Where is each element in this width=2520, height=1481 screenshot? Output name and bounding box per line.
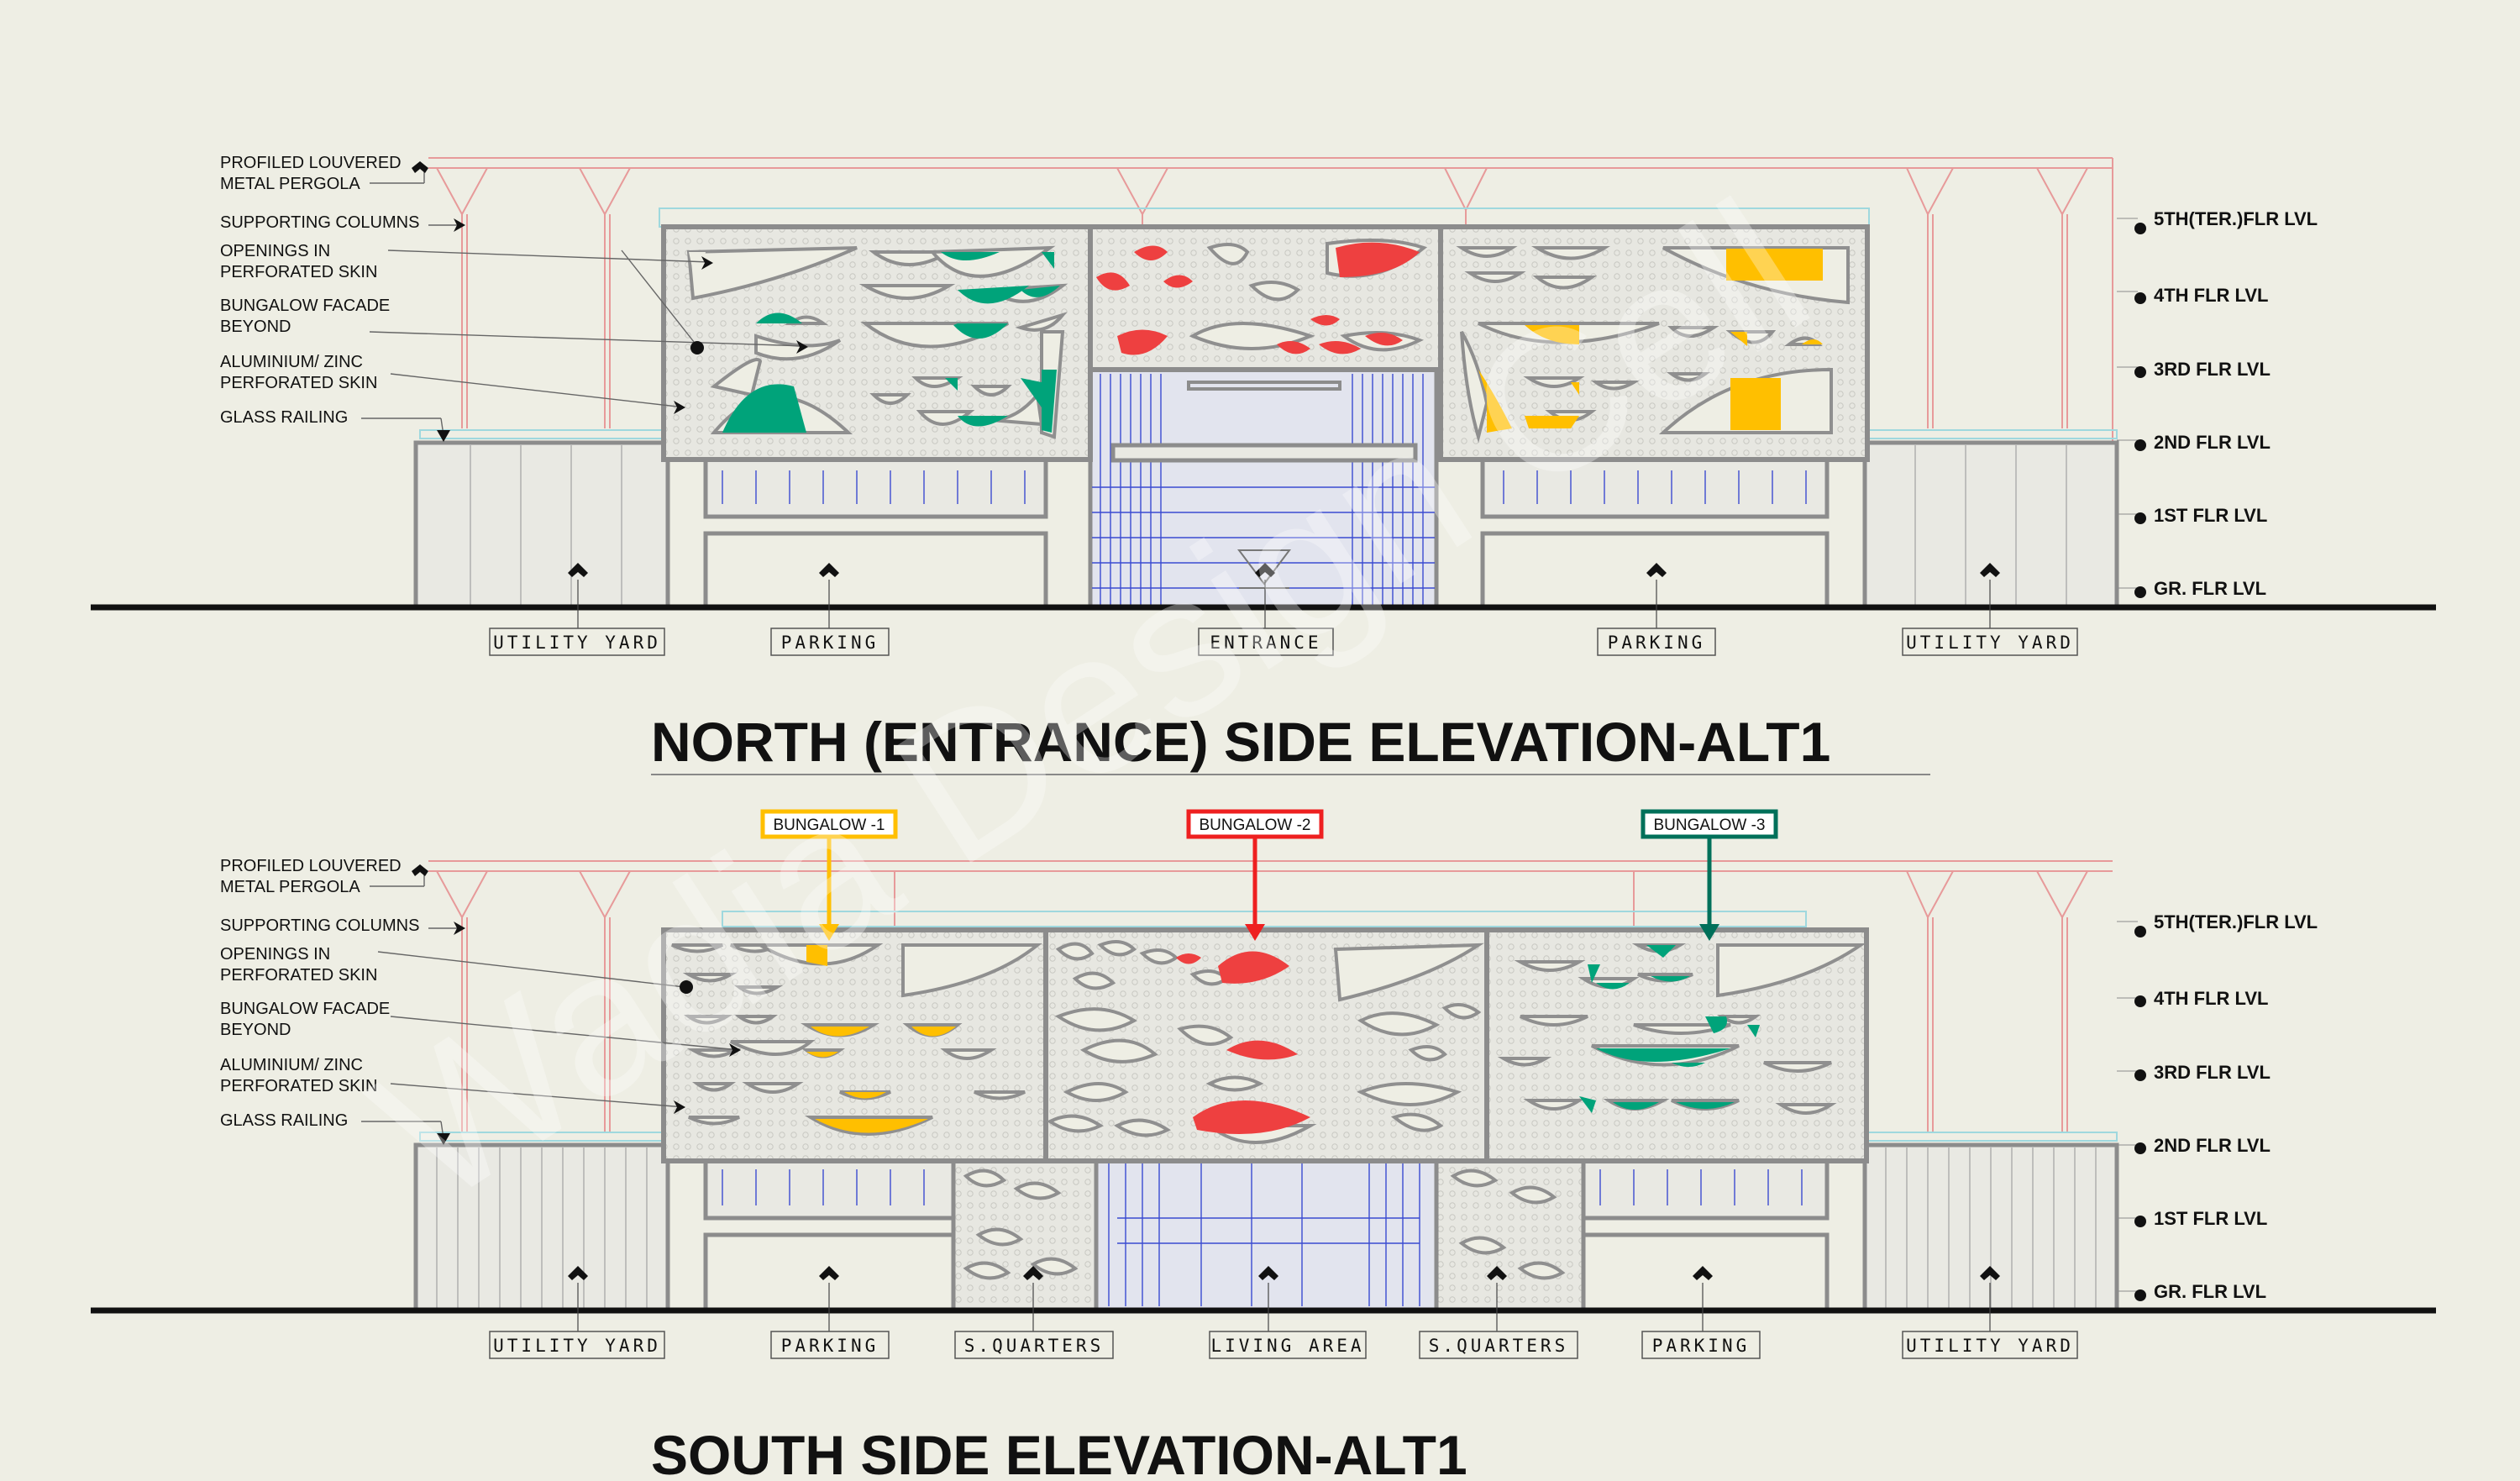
zone-label: S.QUARTERS [1429,1336,1568,1356]
note-glass-railing: GLASS RAILING [220,408,348,427]
level-label: 5TH(TER.)FLR LVL [2154,911,2318,932]
south-levels: 5TH(TER.)FLR LVL 4TH FLR LVL 3RD FLR LVL… [2134,911,2318,1302]
zone-label: PARKING [781,1336,879,1356]
zone-label: LIVING AREA [1210,1336,1364,1356]
living-area-glazing [1094,1157,1439,1313]
south-elevation-drawing [91,860,2436,1314]
bungalow-tags: BUNGALOW -1 BUNGALOW -2 BUNGALOW -3 [760,809,1778,941]
level-label: 2ND FLR LVL [2154,432,2271,453]
note-glass-railing: GLASS RAILING [220,1111,348,1130]
skin-openings-center [1047,940,1484,1144]
zone-label: UTILITY YARD [1906,1336,2074,1356]
zone-label: ENTRANCE [1210,633,1321,653]
skin-openings-right [1456,246,1850,444]
note-columns: SUPPORTING COLUMNS [220,916,419,935]
skin-openings-left [686,245,1068,439]
north-levels: 5TH(TER.)FLR LVL 4TH FLR LVL 3RD FLR LVL… [2134,208,2318,599]
zone-label: UTILITY YARD [1906,633,2074,653]
skin-openings-center [1096,239,1428,355]
zone-label: PARKING [1652,1336,1751,1356]
bungalow-3-tag: BUNGALOW -3 [1653,817,1765,834]
north-elevation-drawing [91,157,2436,611]
utility-yard-wall [413,1142,2119,1313]
level-guides [2117,921,2138,1292]
zone-label: S.QUARTERS [964,1336,1104,1356]
level-guides [2117,218,2138,589]
level-label: 4TH FLR LVL [2154,285,2268,306]
zone-label: PARKING [1608,633,1706,653]
level-label: GR. FLR LVL [2154,578,2266,599]
level-label: 2ND FLR LVL [2154,1135,2271,1156]
skin-openings-right [1497,943,1866,1115]
south-elevation-title: SOUTH SIDE ELEVATION-ALT1 [651,1424,1467,1481]
bungalow-1-tag: BUNGALOW -1 [773,817,885,834]
note-columns: SUPPORTING COLUMNS [220,213,419,232]
level-label: 5TH(TER.)FLR LVL [2154,208,2318,229]
utility-yard-wall [413,440,2119,609]
level-label: 3RD FLR LVL [2154,359,2271,380]
north-zones: UTILITY YARD PARKING ENTRANCE PARKING UT… [489,563,2078,656]
zone-label: UTILITY YARD [493,1336,661,1356]
zone-label: PARKING [781,633,879,653]
level-label: 4TH FLR LVL [2154,988,2268,1009]
skin-openings-left [671,943,1042,1136]
bungalow-2-tag: BUNGALOW -2 [1199,817,1310,834]
level-label: 1ST FLR LVL [2154,505,2267,526]
level-label: 3RD FLR LVL [2154,1062,2271,1083]
pergola [428,860,2113,1132]
zone-label: UTILITY YARD [493,633,661,653]
level-label: 1ST FLR LVL [2154,1208,2267,1229]
south-zones: UTILITY YARD PARKING S.QUARTERS LIVING A… [489,1266,2078,1359]
level-label: GR. FLR LVL [2154,1281,2266,1302]
north-elevation-title: NORTH (ENTRANCE) SIDE ELEVATION-ALT1 [651,711,1830,773]
